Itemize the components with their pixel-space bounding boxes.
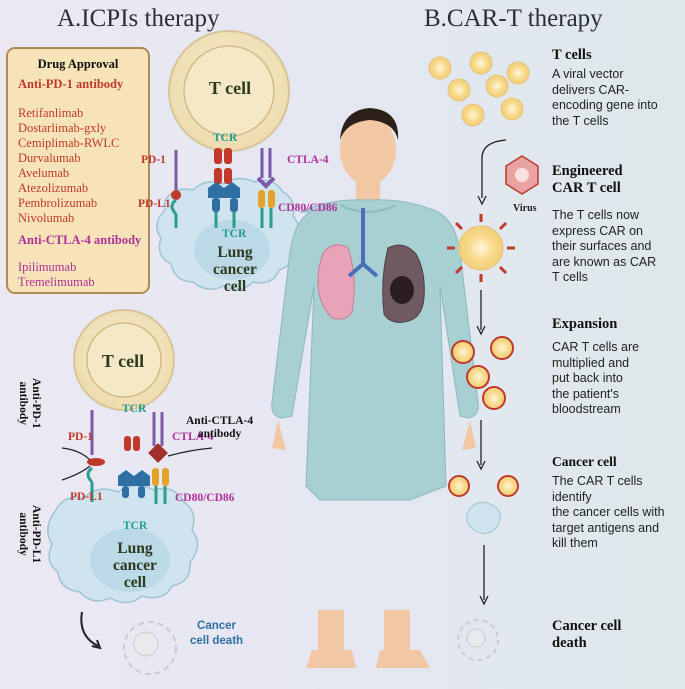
drug-item: Tremelimumab xyxy=(18,275,95,289)
anti-pd1-label: Anti-PD-1 antibody xyxy=(17,378,42,429)
drug-approval-box: Drug Approval Anti-PD-1 antibody Retifan… xyxy=(6,47,150,294)
virus-label: Virus xyxy=(513,203,537,214)
cancer-cell-bottom-label: Lung cancer cell xyxy=(113,540,157,591)
step-heading: Cancer cell xyxy=(552,454,617,469)
drug-item: Ipilimumab xyxy=(18,260,77,274)
drug-item: Pembrolizumab xyxy=(18,196,98,210)
step-heading: Expansion xyxy=(552,316,618,332)
step-heading: T cells xyxy=(552,47,592,63)
step-heading: Engineered CAR T cell xyxy=(552,163,623,196)
drug-item: Avelumab xyxy=(18,166,70,180)
step-text: CAR T cells are multiplied and put back … xyxy=(552,340,640,416)
drug-item: Atezolizumab xyxy=(18,181,89,195)
step-heading: Cancer cell death xyxy=(552,618,622,651)
tcr-bottom-label-b: TCR xyxy=(123,520,148,532)
anti-pdl1-label: Anti-PD-L1 antibody xyxy=(17,505,42,564)
step-text: The T cells now express CAR on their sur… xyxy=(552,208,657,284)
drug-box-heading: Drug Approval xyxy=(37,57,119,71)
cancer-death-label: Cancer cell death xyxy=(190,620,244,647)
t-cell-bottom-label: T cell xyxy=(101,351,145,371)
pd1-bottom-label: PD-1 xyxy=(68,431,93,443)
drug-item: Nivolumab xyxy=(18,211,75,225)
ctla4-heading: Anti-CTLA-4 antibody xyxy=(18,233,142,247)
t-cell-top-label: T cell xyxy=(208,78,252,98)
ctla4-top-label: CTLA-4 xyxy=(287,154,329,166)
pd1-top-label: PD-1 xyxy=(141,154,166,166)
car-t-panel xyxy=(428,51,539,661)
tcr-bottom-label: TCR xyxy=(222,228,247,240)
bottom-synapse xyxy=(47,309,213,675)
patient-illustration xyxy=(271,108,479,668)
cd80-bottom-label: CD80/CD86 xyxy=(175,492,235,504)
pd1-heading: Anti-PD-1 antibody xyxy=(18,77,124,91)
cancer-cell-top-label: Lung cancer cell xyxy=(213,244,257,295)
step-text: The CAR T cells identify the cancer cell… xyxy=(552,474,665,550)
drug-item: Cemiplimab-RWLC xyxy=(18,136,120,150)
drug-item: Durvalumab xyxy=(18,151,81,165)
right-title: B.CAR-T therapy xyxy=(424,5,603,32)
cd80-top-label: CD80/CD86 xyxy=(278,202,338,214)
drug-item: Retifanlimab xyxy=(18,106,84,120)
step-text: A viral vector delivers CAR- encoding ge… xyxy=(552,67,658,128)
left-title: A.ICPIs therapy xyxy=(57,5,220,32)
pdl1-top-label: PD-L1 xyxy=(138,198,171,210)
tcr-top-label: TCR xyxy=(213,132,238,144)
pdl1-bottom-label: PD-L1 xyxy=(70,491,103,503)
drug-item: Dostarlimab-gxly xyxy=(18,121,107,135)
top-synapse xyxy=(156,30,300,290)
tcr-top-label-b: TCR xyxy=(122,403,147,415)
anti-ctla4-label: Anti-CTLA-4 antibody xyxy=(186,415,254,440)
ctla4-bottom-label: CTLA-4 xyxy=(172,431,214,443)
